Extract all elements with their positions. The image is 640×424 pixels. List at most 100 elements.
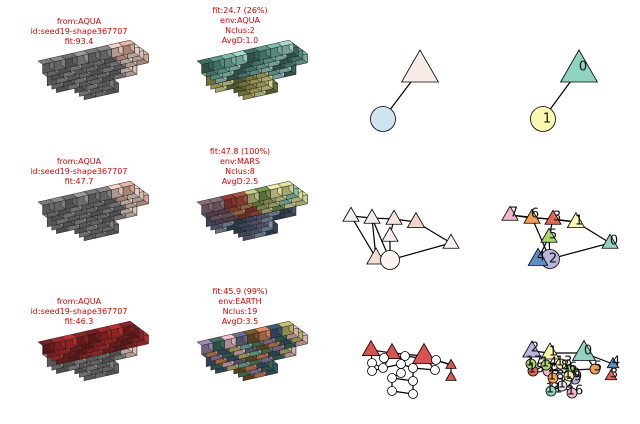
voxel-face xyxy=(117,180,136,188)
graph-node-circle xyxy=(400,351,410,361)
graph-node-label: 5 xyxy=(594,360,602,375)
graph-node-triangle xyxy=(445,358,457,369)
graph-node-label: 12 xyxy=(558,377,575,392)
caption-line: Nclus:19 xyxy=(222,307,258,316)
graph-node-label: 17 xyxy=(526,355,543,370)
graph-node-circle xyxy=(408,376,418,386)
graph-node-label: 2 xyxy=(549,252,557,267)
graph-node-label: 4 xyxy=(537,250,545,265)
graph-node-triangle xyxy=(445,370,457,381)
graph-node-circle xyxy=(540,359,552,371)
graph-node-triangle xyxy=(406,211,426,229)
voxel-shape-3 xyxy=(37,180,149,242)
graph-node-circle xyxy=(545,385,557,397)
graph-node-circle xyxy=(566,387,578,399)
graph-node-circle xyxy=(530,106,556,132)
graph-node-circle xyxy=(370,106,396,132)
caption-line: env:EARTH xyxy=(218,297,262,306)
graph-node-label: 9 xyxy=(574,370,582,385)
graph-node-circle xyxy=(563,370,575,382)
graph-node-triangle xyxy=(527,247,549,266)
caption-line: env:AQUA xyxy=(220,16,260,25)
graph-node-triangle xyxy=(523,208,541,224)
caption-line: AvgD:3.5 xyxy=(221,317,259,326)
graph-node-circle xyxy=(556,380,568,392)
graph-node-triangle xyxy=(540,342,560,360)
voxel-shape-4 xyxy=(196,180,308,242)
graph-node-label: 11 xyxy=(546,382,563,397)
graph-node-circle xyxy=(430,365,440,375)
graph-node-triangle xyxy=(522,340,542,358)
graph-edge xyxy=(389,242,452,261)
graph-node-triangle xyxy=(544,209,562,225)
graph-node-triangle xyxy=(601,233,619,249)
graph-node-circle xyxy=(379,353,389,363)
panel-5-caption: from:AQUA id:seed19-shape367707 fit:46.3 xyxy=(0,297,159,327)
graph-node-triangle xyxy=(381,226,399,242)
graph-node-circle xyxy=(387,386,397,396)
graph-node-triangle xyxy=(606,356,620,369)
graph-node-label: 5 xyxy=(549,228,557,243)
graph-node-circle xyxy=(396,368,406,378)
graph-node-label: 15 xyxy=(528,362,545,377)
graph-node-label: 0 xyxy=(579,60,587,75)
caption-line: Nclus:2 xyxy=(225,26,255,35)
graph-node-label: 13 xyxy=(556,355,573,370)
graph-node-triangle xyxy=(604,368,618,381)
graph-node-triangle xyxy=(342,206,360,222)
graph-node-circle xyxy=(547,372,559,384)
graph-node-label: 10 xyxy=(564,367,581,382)
graph-node-circle xyxy=(387,373,397,383)
graph-node-label: 7 xyxy=(547,362,555,377)
cluster-graph-1a xyxy=(370,49,440,132)
caption-line: fit:45.9 (99%) xyxy=(212,287,268,296)
caption-line: id:seed19-shape367707 xyxy=(30,27,128,36)
voxel-shape-1 xyxy=(37,39,149,101)
voxel-face xyxy=(276,320,295,328)
graph-node-circle xyxy=(408,363,418,373)
graph-node-label: 7 xyxy=(510,206,518,221)
graph-node-label: 3 xyxy=(553,210,561,225)
graph-node-label: 1 xyxy=(575,214,583,229)
caption-line: env:MARS xyxy=(220,157,260,166)
graph-node-triangle xyxy=(361,339,381,357)
graph-node-label: 14 xyxy=(541,356,558,371)
graph-node-label: 1 xyxy=(549,345,557,360)
panel-4-caption: fit:47.8 (100%) env:MARS Nclus:8 AvgD:2.… xyxy=(160,147,320,187)
voxel-shape-2 xyxy=(196,39,308,101)
graph-node-label: 1 xyxy=(543,112,551,127)
graph-node-label: 6 xyxy=(531,207,539,222)
graph-node-triangle xyxy=(363,208,381,224)
voxel-shape-6 xyxy=(196,320,308,382)
graph-edge xyxy=(350,215,377,259)
voxel-shape-5 xyxy=(37,320,149,382)
graph-node-triangle xyxy=(571,339,597,361)
cluster-graph-2a xyxy=(342,206,460,270)
graph-node-triangle xyxy=(400,49,440,83)
graph-node-circle xyxy=(378,363,388,373)
graph-node-triangle xyxy=(566,211,586,229)
graph-node-circle xyxy=(525,358,537,370)
graph-node-triangle xyxy=(411,342,437,364)
voxel-face xyxy=(117,320,136,328)
panel-3-caption: from:AQUA id:seed19-shape367707 fit:47.7 xyxy=(0,157,159,187)
graph-node-label: 8 xyxy=(561,359,569,374)
panel-6-caption: fit:45.9 (99%) env:EARTH Nclus:19 AvgD:3… xyxy=(160,287,320,327)
graph-node-triangle xyxy=(385,209,403,225)
caption-line: fit:24.7 (26%) xyxy=(212,6,268,15)
graph-node-label: 6 xyxy=(569,361,577,376)
graph-node-triangle xyxy=(501,205,519,221)
caption-line: AvgD:2.5 xyxy=(221,177,259,186)
caption-line: fit:46.3 xyxy=(64,317,94,326)
graph-node-label: 0 xyxy=(584,344,592,359)
graph-node-circle xyxy=(367,366,377,376)
caption-line: Nclus:8 xyxy=(225,167,255,176)
voxel-face xyxy=(117,39,136,47)
graph-node-triangle xyxy=(442,233,460,249)
caption-line: fit:47.8 (100%) xyxy=(209,147,271,156)
panel-2-caption: fit:24.7 (26%) env:AQUA Nclus:2 AvgD:1.0 xyxy=(160,6,320,46)
caption-line: from:AQUA xyxy=(56,297,102,306)
graph-node-label: 4 xyxy=(612,355,620,370)
